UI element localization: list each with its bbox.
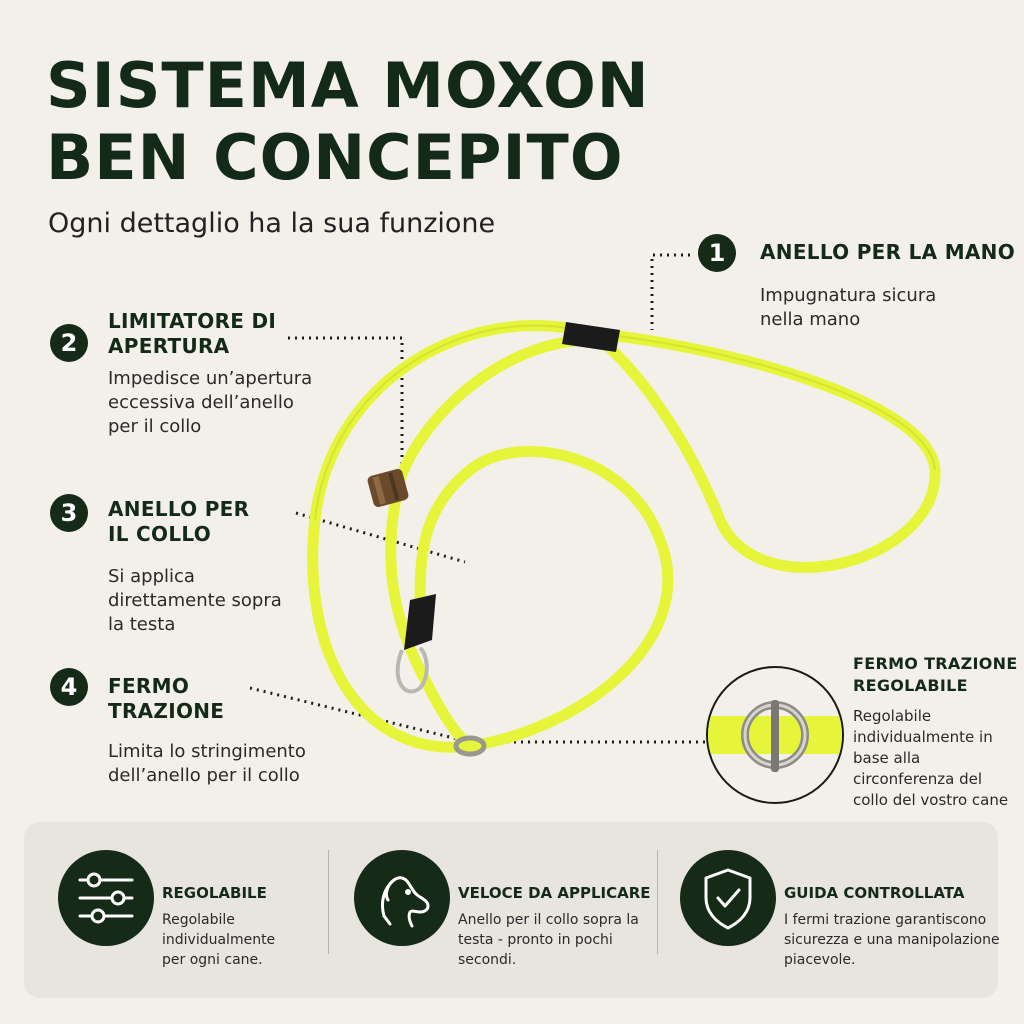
feature-desc-2: Impedisce un’apertura eccessiva dell’ane… bbox=[108, 367, 312, 439]
benefit-desc-3-line-3: piacevole. bbox=[784, 952, 856, 968]
hand-loop bbox=[584, 327, 941, 573]
benefit-desc-2-line-2: testa - pronto in pochi bbox=[458, 932, 613, 948]
shield-check-icon bbox=[680, 850, 776, 946]
detail-title-line-2: REGOLABILE bbox=[853, 676, 968, 695]
feature-title-3-line-2: IL COLLO bbox=[108, 522, 212, 546]
feature-desc-1: Impugnatura sicura nella mano bbox=[760, 284, 936, 332]
feature-number-4: 4 bbox=[50, 668, 88, 706]
ring-stopper bbox=[453, 735, 487, 757]
feature-title-3-line-1: ANELLO PER bbox=[108, 497, 250, 521]
leader-lines bbox=[249, 253, 710, 744]
feature-desc-4: Limita lo stringimento dell’anello per i… bbox=[108, 740, 306, 788]
feature-desc-3-line-3: la testa bbox=[108, 614, 176, 635]
feature-title-4: FERMO TRAZIONE bbox=[108, 674, 224, 724]
title-line-2: BEN CONCEPITO bbox=[46, 121, 624, 194]
leader-line-1 bbox=[650, 253, 690, 330]
rope bbox=[307, 320, 941, 753]
leader-line-2 bbox=[288, 336, 404, 470]
neck-sleeve bbox=[404, 594, 436, 650]
benefit-desc-1-line-1: Regolabile bbox=[162, 912, 235, 928]
benefit-title-3: GUIDA CONTROLLATA bbox=[784, 884, 965, 902]
feature-title-1: ANELLO PER LA MANO bbox=[760, 240, 1015, 265]
benefit-desc-1: Regolabile individualmente per ogni cane… bbox=[162, 910, 275, 970]
wooden-stopper bbox=[367, 469, 409, 507]
benefit-regolabile: REGOLABILE Regolabile individualmente pe… bbox=[58, 850, 338, 970]
feature-title-2-line-1: LIMITATORE DI bbox=[108, 309, 277, 333]
benefit-desc-1-line-2: individualmente bbox=[162, 932, 276, 948]
detail-desc: Regolabile individualmente in base alla … bbox=[853, 706, 1008, 811]
detail-zoom bbox=[706, 666, 844, 804]
inner-rope bbox=[385, 334, 598, 752]
benefits-panel: REGOLABILE Regolabile individualmente pe… bbox=[24, 822, 1000, 998]
feature-desc-4-line-2: dell’anello per il collo bbox=[108, 765, 300, 786]
detail-title: FERMO TRAZIONE REGOLABILE bbox=[853, 653, 1018, 697]
benefit-desc-2-line-1: Anello per il collo sopra la bbox=[458, 912, 639, 928]
feature-title-4-line-2: TRAZIONE bbox=[108, 699, 225, 723]
leader-line-4 bbox=[249, 686, 471, 744]
page-title: SISTEMA MOXON BEN CONCEPITO bbox=[46, 50, 650, 194]
feature-desc-2-line-3: per il collo bbox=[108, 416, 202, 437]
benefit-title-1: REGOLABILE bbox=[162, 884, 267, 902]
detail-desc-line-4: circonferenza del bbox=[853, 770, 983, 788]
feature-desc-2-line-1: Impedisce un’apertura bbox=[108, 368, 313, 389]
feature-desc-3: Si applica direttamente sopra la testa bbox=[108, 565, 282, 637]
divider-1 bbox=[328, 850, 329, 954]
title-line-1: SISTEMA MOXON bbox=[46, 49, 650, 122]
detail-title-line-1: FERMO TRAZIONE bbox=[853, 654, 1018, 673]
feature-number-2: 2 bbox=[50, 324, 88, 362]
benefit-veloce: VELOCE DA APPLICARE Anello per il collo … bbox=[354, 850, 654, 970]
neck-loop bbox=[414, 445, 674, 752]
benefit-desc-3-line-2: sicurezza e una manipolazione bbox=[784, 932, 1000, 948]
feature-desc-1-line-1: Impugnatura sicura bbox=[760, 285, 937, 306]
feature-title-4-line-1: FERMO bbox=[108, 674, 190, 698]
benefit-desc-2-line-3: secondi. bbox=[458, 952, 517, 968]
sliders-icon bbox=[58, 850, 154, 946]
metal-ring bbox=[395, 646, 429, 694]
dog-head-icon bbox=[354, 850, 450, 946]
feature-title-1-line-1: ANELLO PER LA MANO bbox=[760, 240, 1016, 264]
feature-title-2-line-2: APERTURA bbox=[108, 334, 230, 358]
feature-desc-3-line-2: direttamente sopra bbox=[108, 590, 282, 611]
benefit-title-2: VELOCE DA APPLICARE bbox=[458, 884, 651, 902]
subtitle: Ogni dettaglio ha la sua funzione bbox=[48, 208, 496, 239]
leader-line-3 bbox=[295, 511, 466, 564]
hand-loop-sleeve bbox=[562, 322, 620, 352]
benefit-desc-2: Anello per il collo sopra la testa - pro… bbox=[458, 910, 639, 970]
benefit-guida: GUIDA CONTROLLATA I fermi trazione garan… bbox=[680, 850, 1000, 970]
feature-title-3: ANELLO PER IL COLLO bbox=[108, 497, 249, 547]
feature-number-1: 1 bbox=[698, 234, 736, 272]
detail-desc-line-2: individualmente in bbox=[853, 728, 993, 746]
detail-desc-line-3: base alla bbox=[853, 749, 921, 767]
outer-rope bbox=[307, 320, 596, 753]
feature-title-2: LIMITATORE DI APERTURA bbox=[108, 309, 276, 359]
benefit-desc-3: I fermi trazione garantiscono sicurezza … bbox=[784, 910, 1000, 970]
feature-desc-2-line-2: eccessiva dell’anello bbox=[108, 392, 294, 413]
feature-desc-1-line-2: nella mano bbox=[760, 309, 861, 330]
detail-desc-line-5: collo del vostro cane bbox=[853, 791, 1009, 809]
detail-desc-line-1: Regolabile bbox=[853, 707, 932, 725]
feature-desc-4-line-1: Limita lo stringimento bbox=[108, 741, 306, 762]
feature-number-3: 3 bbox=[50, 494, 88, 532]
feature-desc-3-line-1: Si applica bbox=[108, 566, 195, 587]
benefit-desc-3-line-1: I fermi trazione garantiscono bbox=[784, 912, 987, 928]
divider-2 bbox=[657, 850, 658, 954]
benefit-desc-1-line-3: per ogni cane. bbox=[162, 952, 263, 968]
